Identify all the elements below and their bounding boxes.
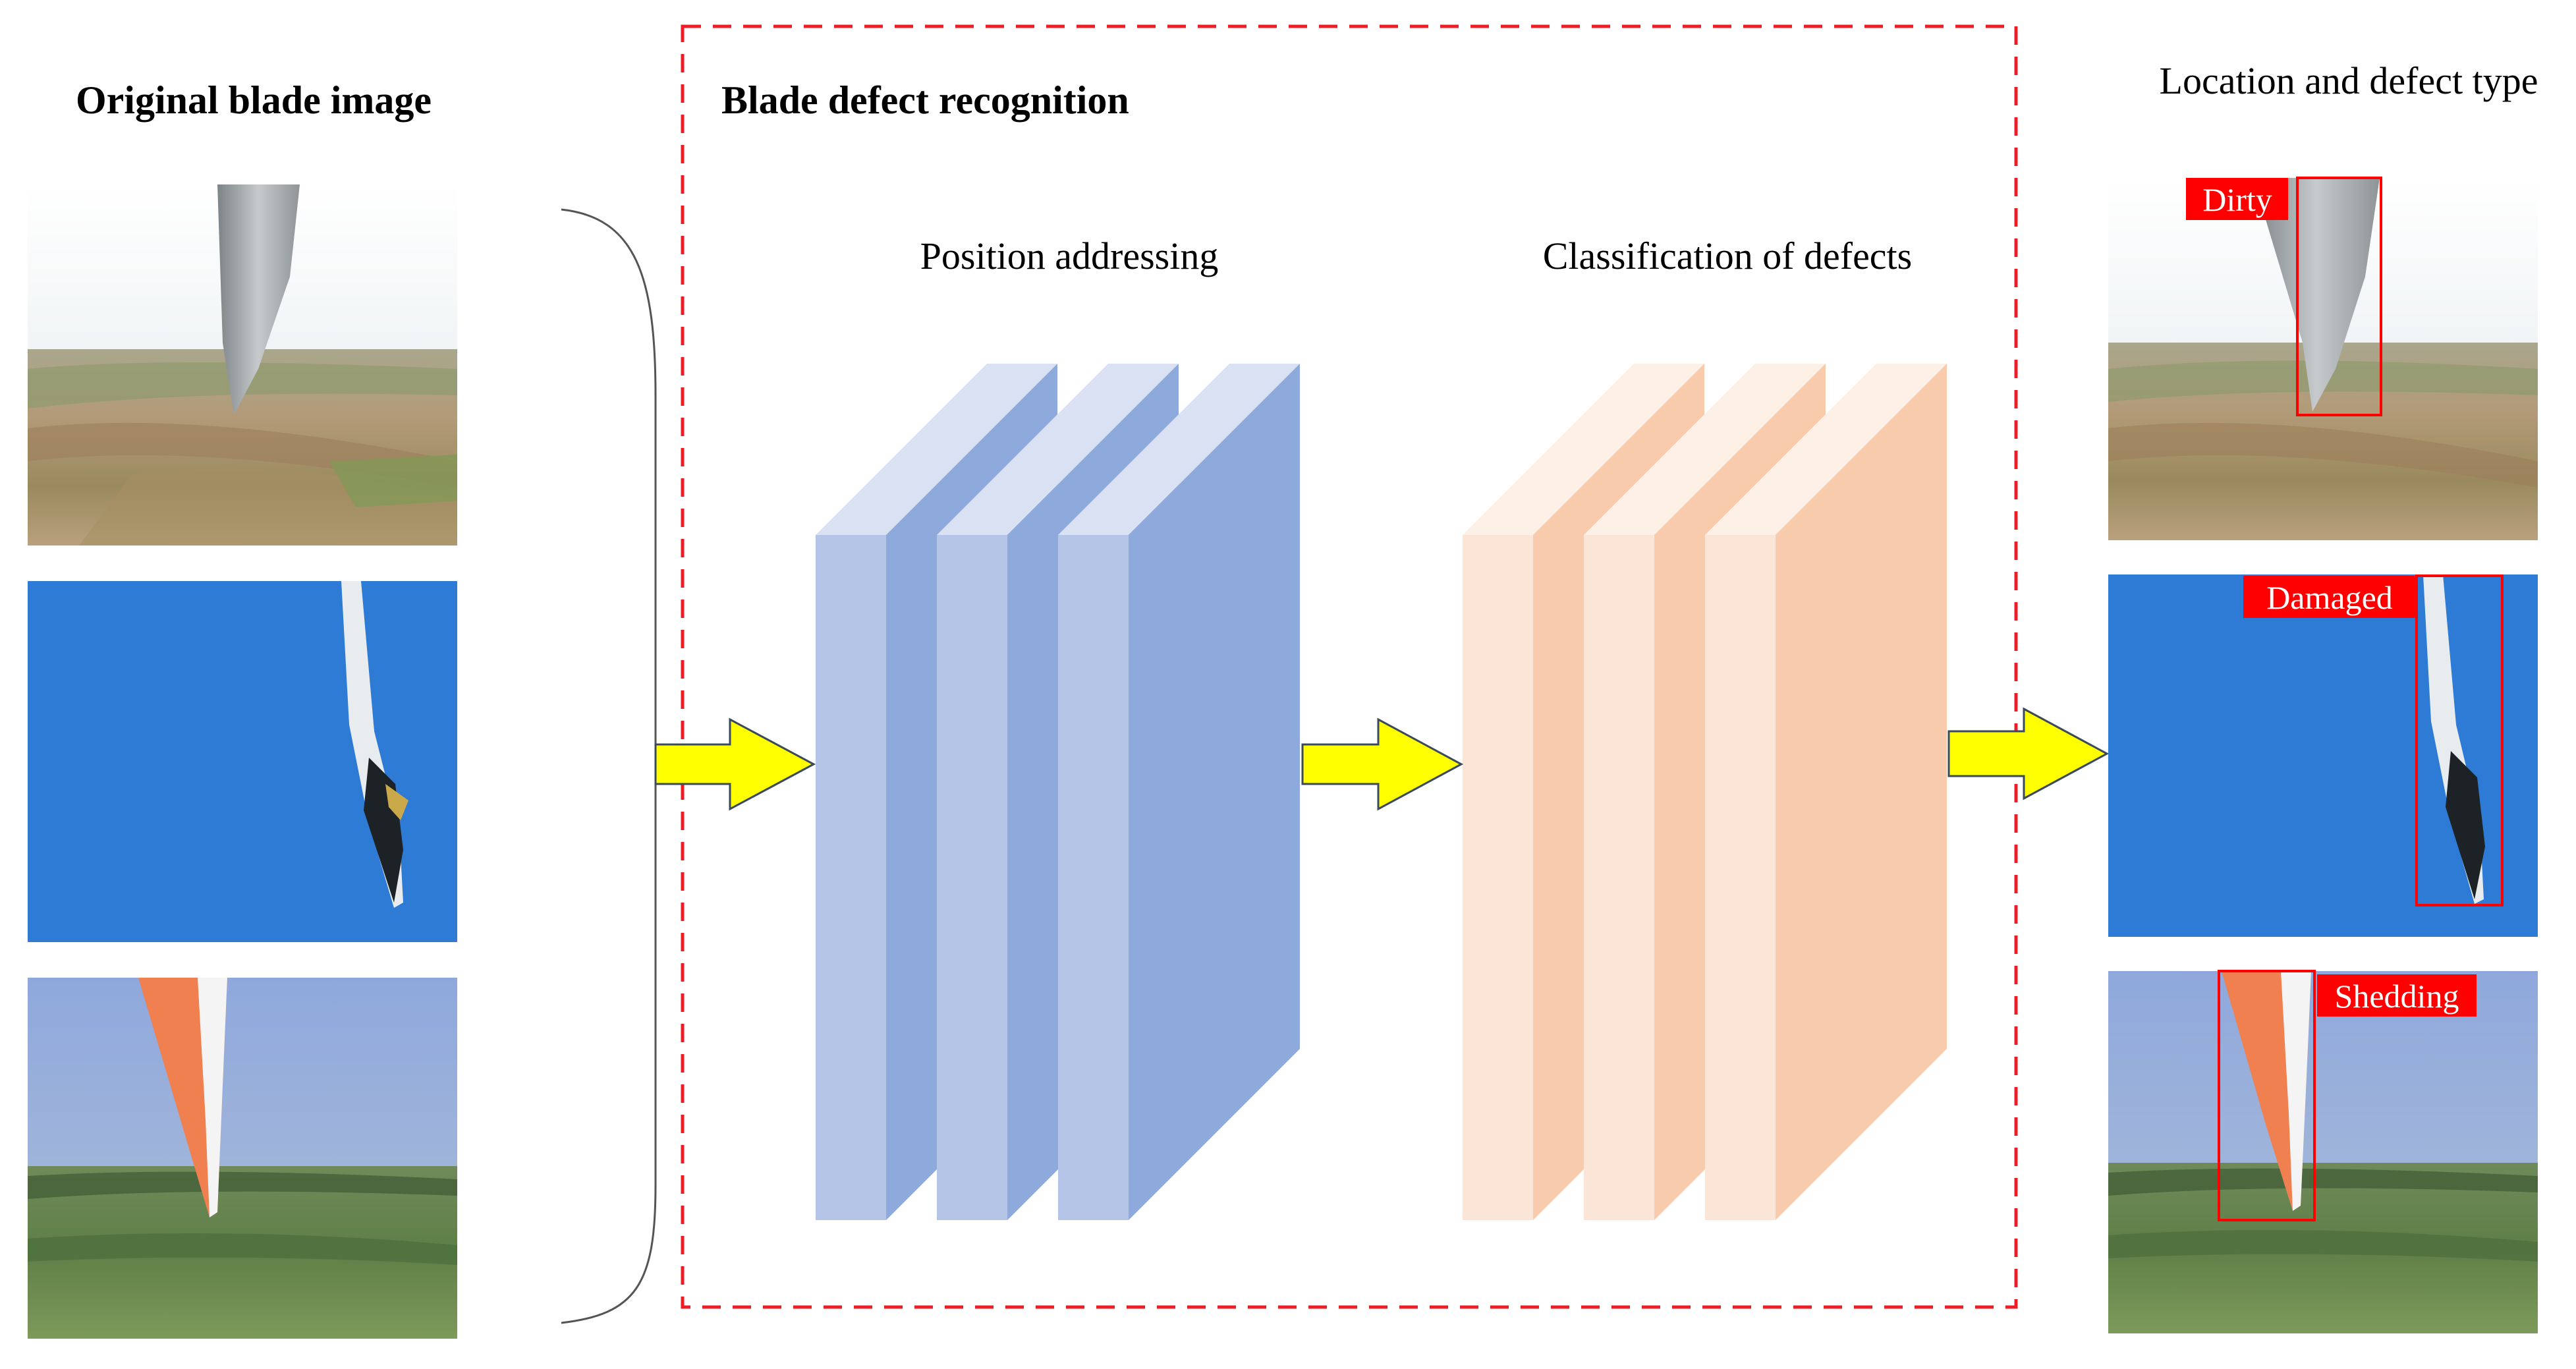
arrow-input-to-network <box>654 717 816 811</box>
network-layer <box>1058 364 1300 1220</box>
output-image-shedding: Shedding <box>2108 970 2538 1333</box>
grouping-brace <box>561 208 657 1324</box>
input-image-shedding-blade <box>28 978 457 1339</box>
arrow-position-to-classification <box>1301 717 1464 811</box>
recognition-frame <box>681 24 2018 1309</box>
stage-position-label: Position addressing <box>920 235 1219 277</box>
stage-classification-label: Classification of defects <box>1543 235 1913 277</box>
defect-label-shedding: Shedding <box>2335 978 2459 1015</box>
input-section-title: Original blade image <box>76 78 432 122</box>
position-network-layers <box>816 364 1300 1220</box>
network-layer <box>1705 364 1947 1220</box>
defect-label-dirty: Dirty <box>2202 181 2272 218</box>
detection-box <box>2218 970 2316 1221</box>
defect-label-damaged: Damaged <box>2266 579 2393 616</box>
input-image-damaged-blade <box>28 581 457 942</box>
output-section-title: Location and defect type <box>2160 59 2538 102</box>
classification-network-layers <box>1463 364 1947 1220</box>
detection-box <box>2415 574 2504 907</box>
defect-label-box <box>2186 178 2288 220</box>
recognition-section-title: Blade defect recognition <box>721 78 1129 122</box>
arrow-network-to-output <box>1947 707 2110 800</box>
output-image-damaged: Damaged <box>2108 574 2538 937</box>
defect-label-box <box>2317 974 2477 1017</box>
detection-box <box>2296 177 2382 416</box>
defect-label-box <box>2243 576 2416 618</box>
input-image-dirty-blade <box>28 184 457 545</box>
output-image-dirty: Dirty <box>2108 177 2538 540</box>
